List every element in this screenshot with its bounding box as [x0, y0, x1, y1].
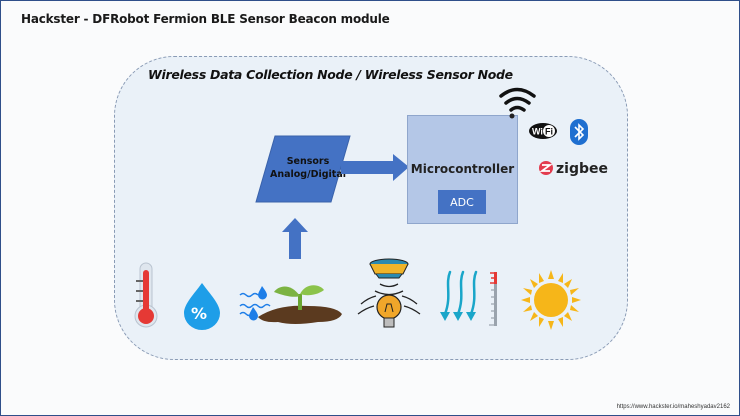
soil-moisture-icon: [239, 285, 342, 324]
humidity-icon: %: [184, 283, 220, 330]
zigbee-icon: zigbee: [539, 161, 608, 177]
thermometer-icon: [134, 262, 158, 328]
sensors-label-line2: Analog/Digital: [270, 169, 346, 180]
page-title: Hackster - DFRobot Fermion BLE Sensor Be…: [21, 12, 390, 26]
node-title: Wireless Data Collection Node / Wireless…: [148, 67, 513, 82]
source-url: https://www.hackster.io/maheshyadav2162: [616, 404, 730, 410]
light-sensor-icon: [357, 258, 421, 328]
svg-text:Fi: Fi: [545, 127, 553, 137]
svg-text:Wi: Wi: [532, 127, 543, 137]
sensors-label-line1: Sensors: [286, 156, 330, 167]
right-arrow-icon: [341, 154, 409, 181]
sensors-block: [255, 135, 351, 203]
svg-text:%: %: [191, 304, 207, 323]
sun-icon: [521, 270, 581, 330]
svg-text:zigbee: zigbee: [556, 161, 608, 177]
up-arrow-icon: [282, 218, 308, 259]
bluetooth-icon: [570, 119, 588, 145]
microcontroller-label: Microcontroller: [410, 162, 515, 176]
adc-block: ADC: [438, 190, 486, 214]
wireless-signal-icon: [499, 87, 536, 119]
sensors-label: Sensors Analog/Digital: [268, 155, 348, 181]
wifi-logo-icon: Wi Fi: [529, 123, 557, 139]
rain-gauge-icon: [440, 270, 497, 326]
